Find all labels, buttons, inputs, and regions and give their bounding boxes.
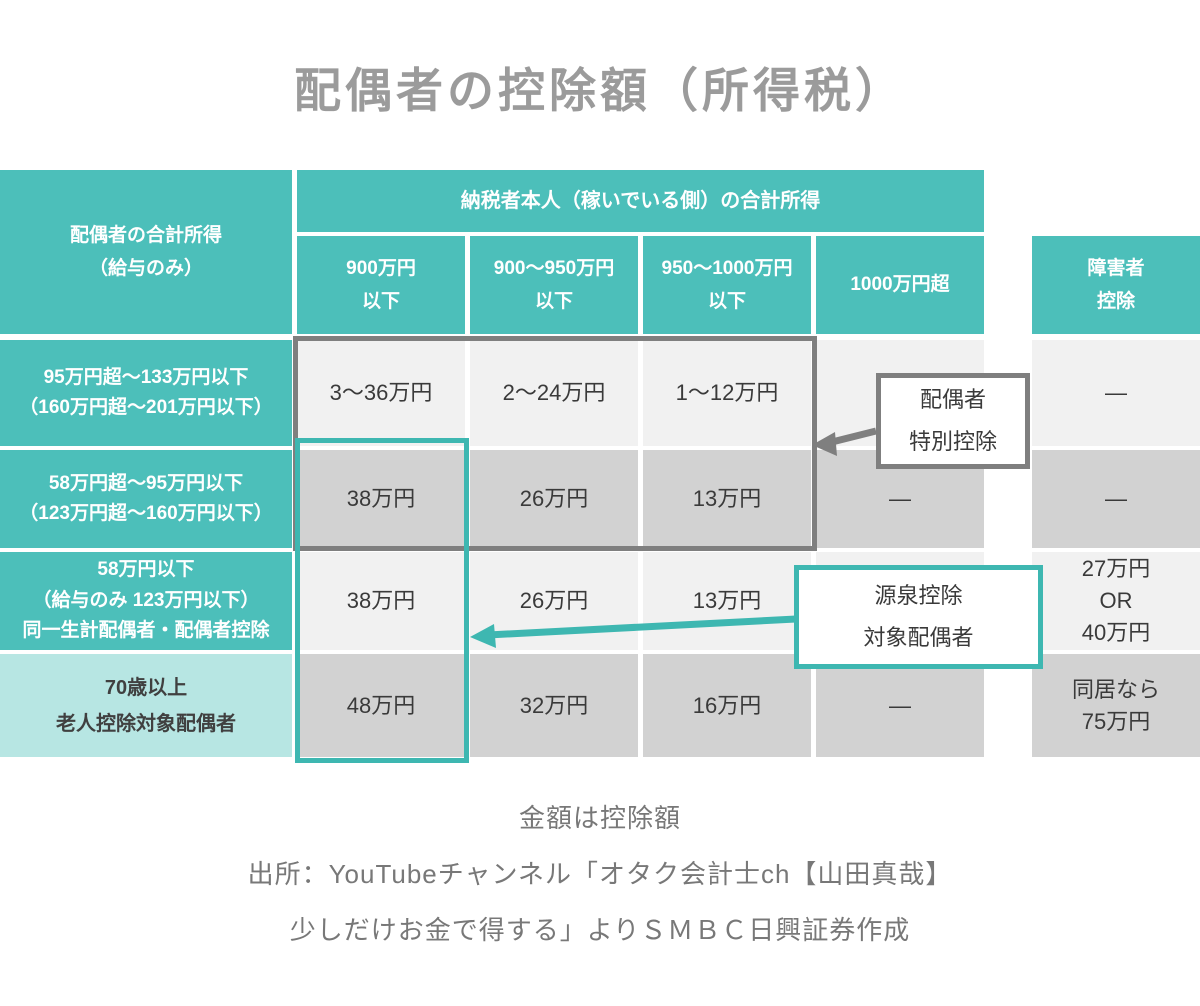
footer-note: 金額は控除額 — [518, 803, 681, 833]
column-header-over-1000: 1000万円超 — [816, 236, 984, 334]
row-header-4: 70歳以上 老人控除対象配偶者 — [0, 654, 292, 757]
page-title: 配偶者の控除額（所得税） — [294, 64, 906, 117]
table-cell-disability: — — [1032, 450, 1200, 548]
column-header-disability-deduction: 障害者 控除 — [1032, 236, 1200, 334]
table-cell: 38万円 — [297, 450, 465, 548]
table-cell: 13万円 — [643, 450, 811, 548]
table-cell: — — [816, 654, 984, 757]
table-cell: 38万円 — [297, 552, 465, 650]
table-cell: 16万円 — [643, 654, 811, 757]
table-cell: 3～36万円 — [297, 340, 465, 446]
main-header-taxpayer-income: 納税者本人（稼いでいる側）の合計所得 — [297, 170, 984, 232]
row-header-3: 58万円以下 （給与のみ 123万円以下） 同一生計配偶者・配偶者控除 — [0, 552, 292, 650]
table-cell: 32万円 — [470, 654, 638, 757]
table-cell: 2～24万円 — [470, 340, 638, 446]
table-cell-disability: 27万円 OR 40万円 — [1032, 552, 1200, 650]
column-header-900-950: 900～950万円 以下 — [470, 236, 638, 334]
table-cell: 1～12万円 — [643, 340, 811, 446]
footer-source-line1: 出所：YouTubeチャンネル「オタク会計士ch【山田真哉】 — [247, 859, 953, 889]
table-cell: 13万円 — [643, 552, 811, 650]
withholding-target-callout: 源泉控除 対象配偶者 — [794, 565, 1043, 669]
table-cell-disability: — — [1032, 340, 1200, 446]
row-header-2: 58万円超～95万円以下 （123万円超～160万円以下） — [0, 450, 292, 548]
table-cell: 26万円 — [470, 450, 638, 548]
table-cell: 26万円 — [470, 552, 638, 650]
footer-notes: 金額は控除額 出所：YouTubeチャンネル「オタク会計士ch【山田真哉】 少し… — [0, 790, 1200, 958]
column-header-under-900: 900万円 以下 — [297, 236, 465, 334]
row-header-1: 95万円超～133万円以下 （160万円超～201万円以下） — [0, 340, 292, 446]
withholding-target-region-outline — [295, 438, 469, 763]
table-cell-disability: 同居なら 75万円 — [1032, 654, 1200, 757]
column-header-950-1000: 950～1000万円 以下 — [643, 236, 811, 334]
footer-source-line2: 少しだけお金で得する」よりＳＭＢＣ日興証券作成 — [289, 915, 911, 945]
corner-header-spouse-income: 配偶者の合計所得 （給与のみ） — [0, 170, 292, 334]
special-deduction-callout: 配偶者 特別控除 — [876, 373, 1030, 469]
table-cell: 48万円 — [297, 654, 465, 757]
